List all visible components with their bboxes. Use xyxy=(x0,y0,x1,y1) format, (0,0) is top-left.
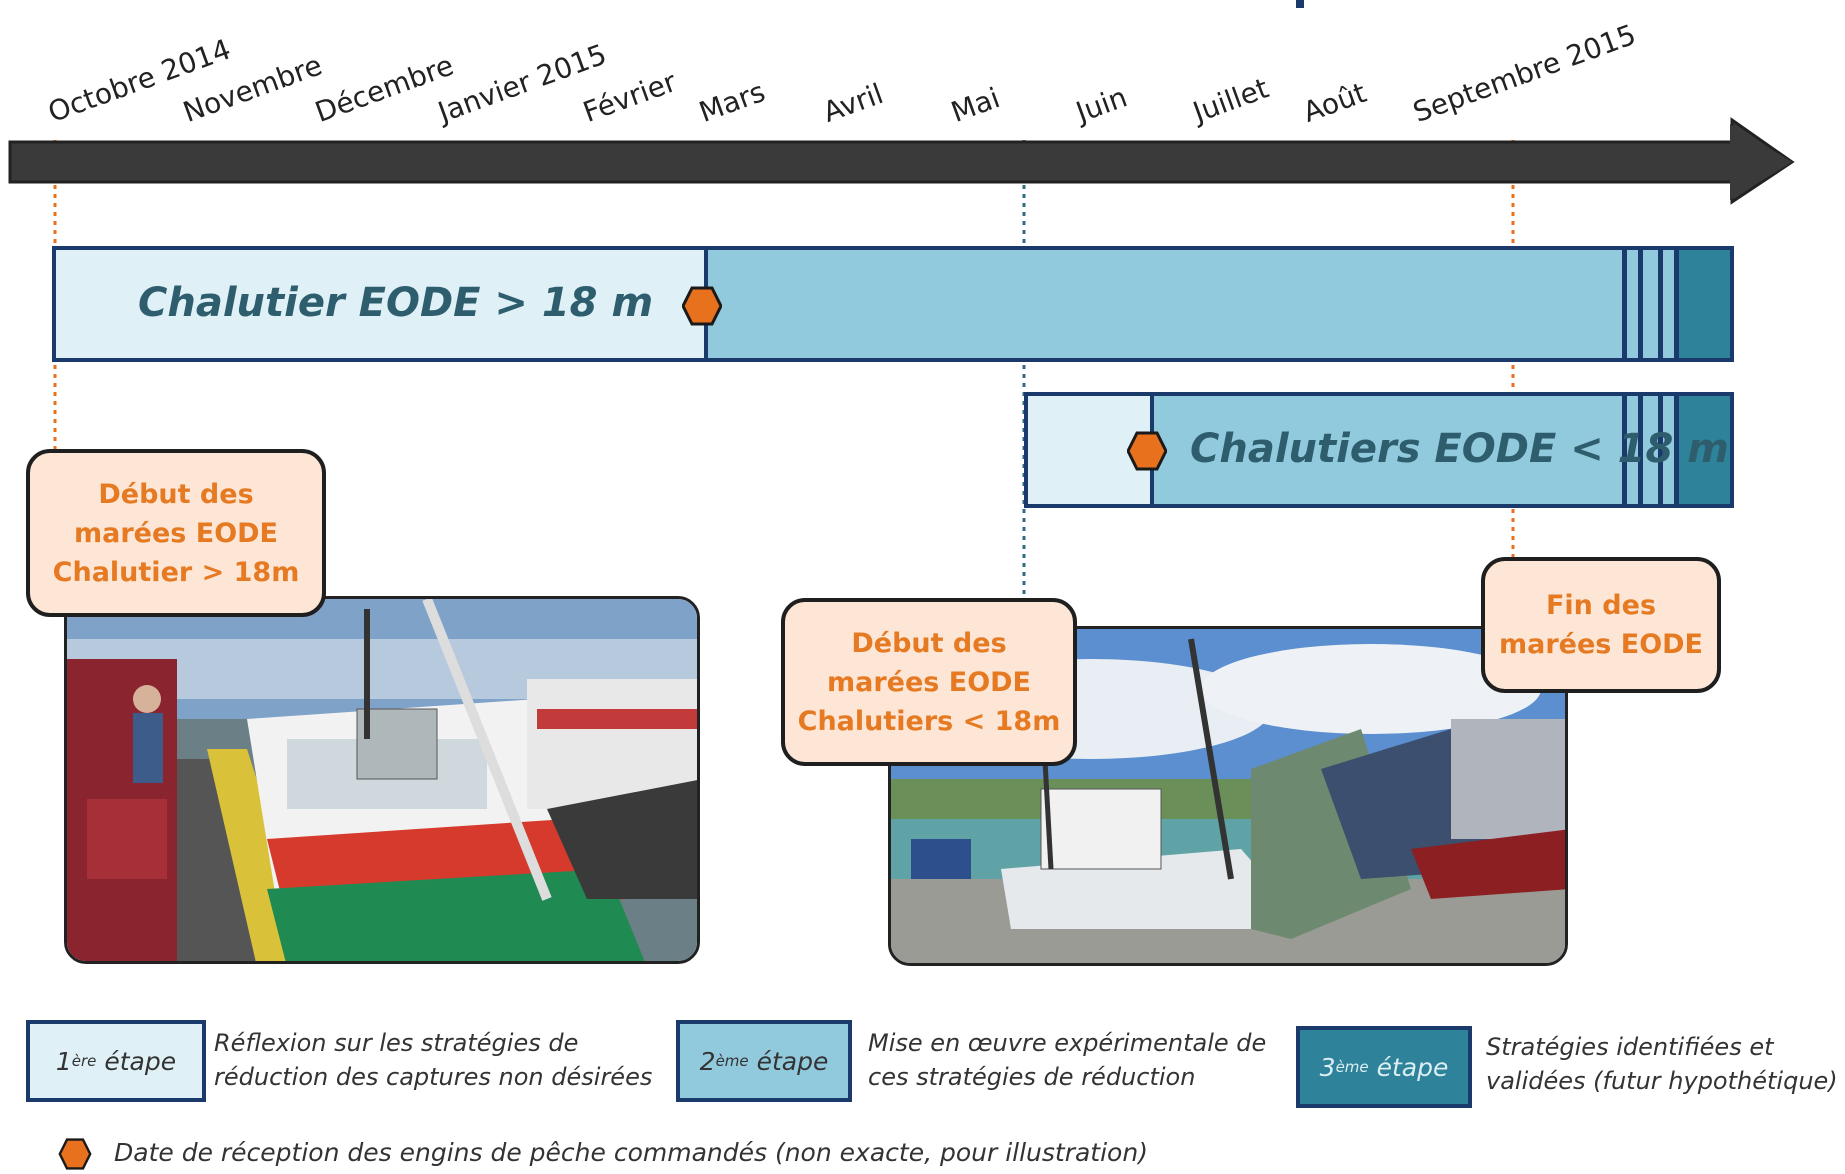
legend-text-line: ces stratégies de réduction xyxy=(868,1063,1196,1091)
callout-line: Début des xyxy=(851,627,1007,659)
legend-word: étape xyxy=(96,1046,177,1076)
legend-step3-text: Stratégies identifiées et validées (futu… xyxy=(1486,1030,1838,1098)
callout-line: marées EODE xyxy=(826,666,1032,698)
callout-start-large: Début des marées EODE Chalutier > 18m xyxy=(26,449,326,617)
bar-segment-step2 xyxy=(1150,396,1682,504)
hexagon-marker-icon xyxy=(682,286,722,326)
bar-label-small: Chalutiers EODE < 18 m xyxy=(1190,426,1729,472)
bar-label-large: Chalutier EODE > 18 m xyxy=(138,280,654,326)
timeline-arrow-icon xyxy=(10,122,1790,140)
bar-stripe xyxy=(1638,250,1643,358)
callout-line: Chalutiers < 18m xyxy=(797,705,1061,737)
legend-text-line: Mise en œuvre expérimentale de xyxy=(868,1029,1267,1057)
bar-segment-step1 xyxy=(56,250,704,358)
legend-ordinal: 3 xyxy=(1319,1052,1336,1082)
legend-text-line: réduction des captures non désirées xyxy=(214,1063,653,1091)
timeline-arrow xyxy=(12,120,1790,142)
bar-stripe xyxy=(1638,396,1643,504)
legend-marker-note: Date de réception des engins de pêche co… xyxy=(114,1138,1148,1167)
bar-stripe xyxy=(1658,250,1663,358)
callout-end: Fin des marées EODE xyxy=(1481,557,1721,693)
bar-stripe xyxy=(1674,250,1679,358)
legend-sup: ème xyxy=(1335,1058,1369,1076)
callout-line: Début des xyxy=(98,478,254,510)
bar-stripe xyxy=(1674,396,1679,504)
callout-line: Fin des xyxy=(1545,590,1657,621)
legend-step1-text: Réflexion sur les stratégies de réductio… xyxy=(214,1026,652,1094)
bar-stripe xyxy=(1658,396,1663,504)
bar-chalutiers-small: Chalutiers EODE < 18 m xyxy=(1024,392,1734,508)
bar-segment-step3 xyxy=(1678,250,1730,358)
legend-ordinal: 1 xyxy=(55,1046,72,1076)
callout-line: Chalutier > 18m xyxy=(52,556,300,588)
bar-chalutier-large: Chalutier EODE > 18 m xyxy=(52,246,1734,362)
callout-line: marées EODE xyxy=(73,517,279,549)
hexagon-marker-icon xyxy=(1127,431,1167,471)
timeline-arrow-body xyxy=(12,124,1790,142)
bar-segment-step3 xyxy=(1678,396,1730,504)
legend-step2-text: Mise en œuvre expérimentale de ces strat… xyxy=(868,1026,1266,1094)
legend-word: étape xyxy=(1368,1052,1449,1082)
callout-start-small: Début des marées EODE Chalutiers < 18m xyxy=(781,598,1077,766)
timeline-arrow-icon xyxy=(10,122,1790,142)
boat-photo-illustration xyxy=(67,599,697,961)
bar-segment-step2 xyxy=(704,250,1682,358)
legend-ordinal: 2 xyxy=(699,1046,716,1076)
timeline-arrow-shaft xyxy=(8,140,1738,184)
legend-sup: ème xyxy=(715,1052,749,1070)
callout-line: marées EODE xyxy=(1498,629,1704,660)
legend-text-line: validées (futur hypothétique) xyxy=(1486,1067,1838,1095)
legend-text-line: Réflexion sur les stratégies de xyxy=(214,1029,579,1057)
hexagon-marker-icon xyxy=(58,1138,92,1170)
legend-step3-box xyxy=(1296,0,1304,8)
legend-word: étape xyxy=(748,1046,829,1076)
bar-stripe xyxy=(1622,250,1627,358)
photo-trawler-large xyxy=(64,596,700,964)
bar-stripe xyxy=(1622,396,1627,504)
timeline-arrow-shape xyxy=(10,124,1790,142)
legend-text-line: Stratégies identifiées et xyxy=(1486,1033,1774,1061)
legend-sup: ère xyxy=(71,1052,97,1070)
